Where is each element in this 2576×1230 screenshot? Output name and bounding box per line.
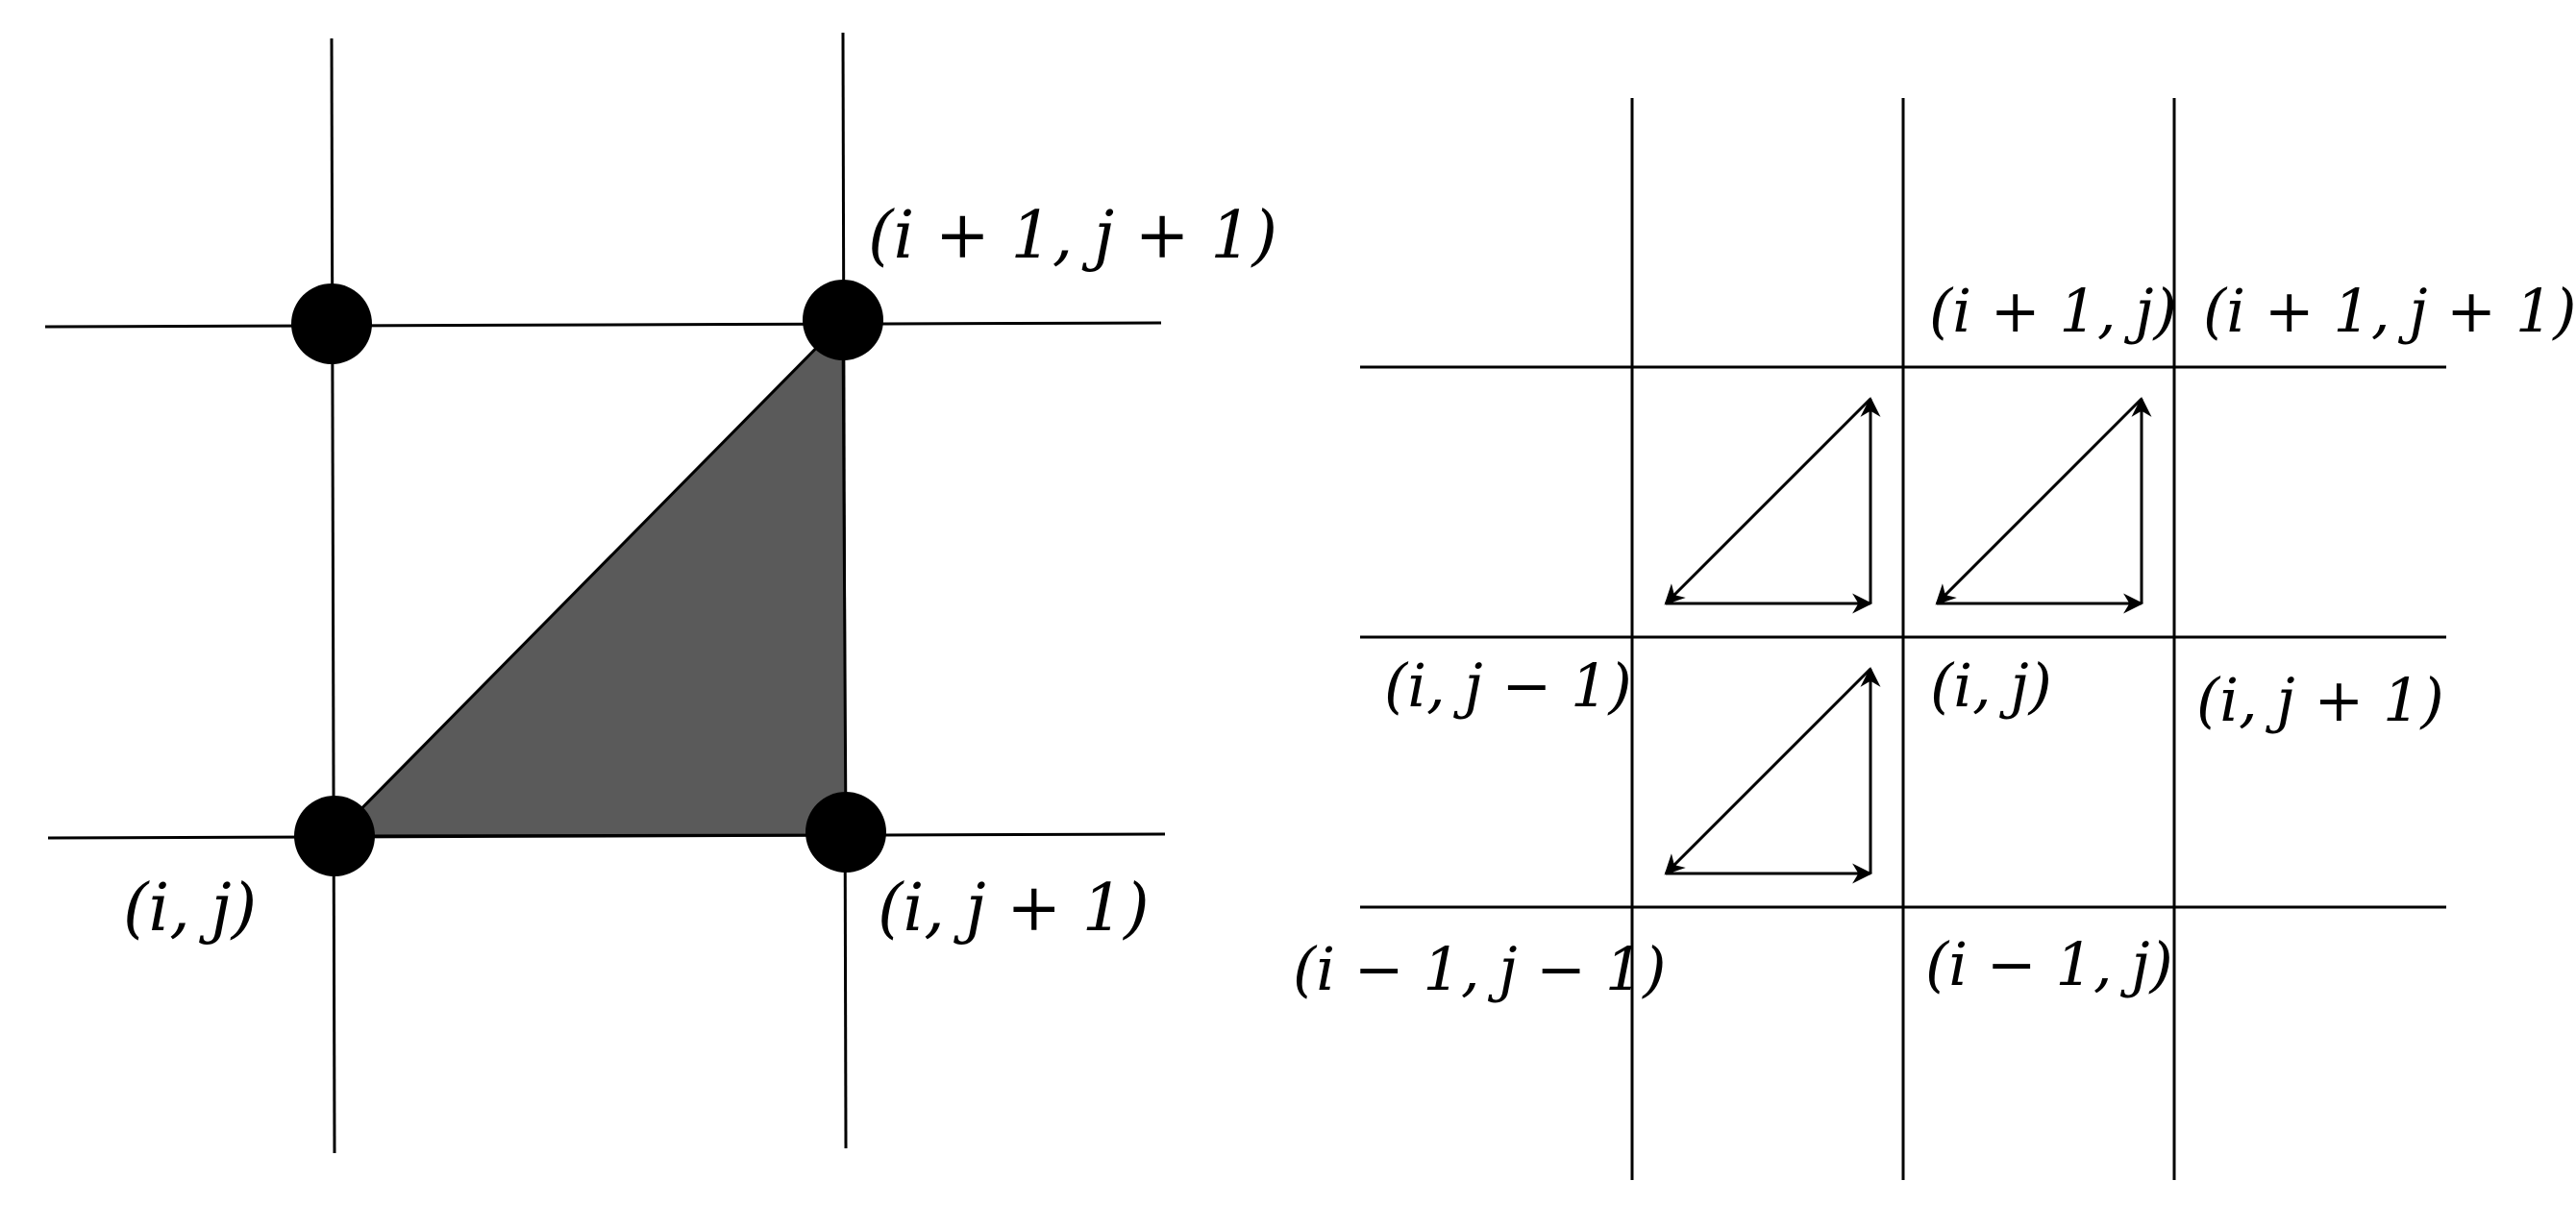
label-right-i-plus-1-j-plus-1: (i + 1, j + 1): [2203, 276, 2576, 346]
label-left-i-j-plus-1: (i, j + 1): [878, 871, 1150, 947]
left-panel: (i + 1, j + 1) (i, j) (i, j + 1): [44, 32, 1277, 1154]
grid-node-top-left: [291, 283, 372, 364]
left-grid-line-vertical-1: [330, 37, 336, 1154]
grid-node-bottom-right: [805, 792, 886, 873]
label-right-i-minus-1-j: (i − 1, j): [1925, 929, 2173, 999]
label-right-i-j: (i, j): [1930, 651, 2052, 721]
label-right-i-j-plus-1: (i, j + 1): [2196, 665, 2444, 735]
arrow-triangle-top-right-cell: [1935, 396, 2152, 614]
arrow-diagonal: [1935, 397, 2143, 605]
arrow-diagonal: [1664, 397, 1872, 605]
left-grid-line-horizontal-1: [44, 321, 1162, 329]
right-grid-lines: [1360, 98, 2446, 1180]
arrow-triangle-top-left-cell: [1664, 396, 1881, 614]
arrow-triangle-bottom-left-cell: [1664, 666, 1881, 884]
grid-nodes: [291, 280, 886, 876]
label-right-i-j-minus-1: (i, j − 1): [1384, 651, 1632, 721]
label-right-i-minus-1-j-minus-1: (i − 1, j − 1): [1293, 934, 1666, 1004]
shaded-triangle: [331, 317, 848, 838]
grid-node-top-right: [803, 280, 883, 360]
label-left-i-plus-1-j-plus-1: (i + 1, j + 1): [868, 198, 1277, 274]
right-panel: (i + 1, j) (i + 1, j + 1) (i, j − 1) (i,…: [1293, 98, 2576, 1180]
label-left-i-j: (i, j): [123, 871, 257, 947]
label-right-i-plus-1-j: (i + 1, j): [1929, 276, 2177, 346]
arrow-diagonal: [1664, 667, 1872, 875]
grid-node-bottom-left: [294, 796, 375, 876]
